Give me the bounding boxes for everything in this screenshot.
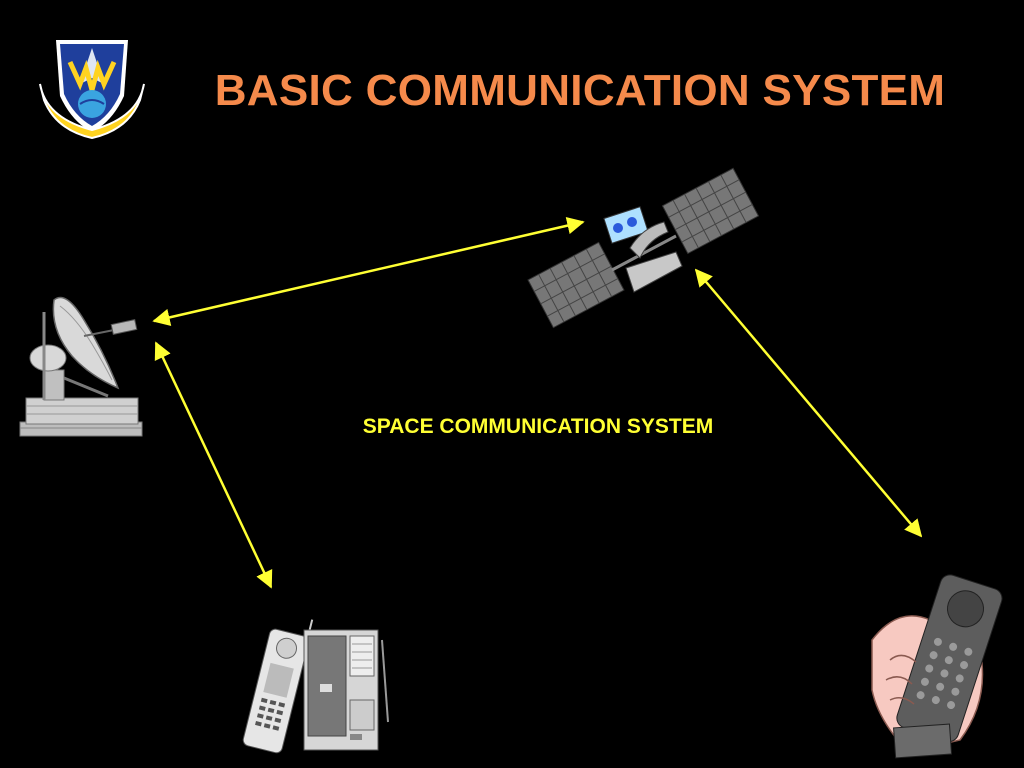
- cordless-phone-icon: [242, 619, 389, 754]
- link-ground-cordless: [154, 341, 273, 589]
- diagram-label: SPACE COMMUNICATION SYSTEM: [362, 415, 714, 438]
- link-satellite-handheld: [694, 268, 923, 538]
- slide-title: BASIC COMMUNICATION SYSTEM: [214, 66, 946, 115]
- handheld-phone-icon: [871, 574, 1003, 759]
- satellite-dish-icon: [19, 296, 143, 437]
- emblem-logo: [39, 40, 145, 140]
- link-ground-satellite: [152, 217, 585, 326]
- satellite-icon: [527, 167, 760, 329]
- link-lines: [152, 217, 923, 589]
